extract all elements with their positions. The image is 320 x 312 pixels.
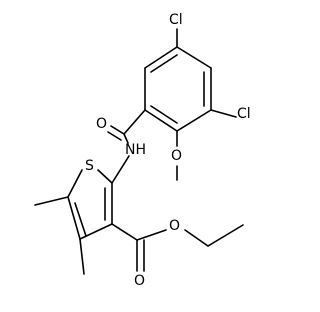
- bond: [176, 109, 212, 132]
- bond-o-ch2: [184, 229, 209, 247]
- atom-o-amide: O: [96, 116, 107, 132]
- molecule-structure: Cl Cl O NH O S O O: [34, 12, 251, 289]
- bond: [144, 46, 178, 69]
- bond: [150, 105, 178, 124]
- bond-methyl-4: [79, 238, 85, 275]
- bond-amide-co: [110, 125, 125, 135]
- bond: [176, 46, 212, 69]
- bond-nh-thiophene: [111, 155, 130, 184]
- bond-ring-carbonyl: [123, 109, 146, 135]
- bond-amide-cn: [123, 133, 129, 144]
- atom-s-thiophene: S: [85, 158, 94, 174]
- atom-cl-right: Cl: [237, 106, 251, 122]
- bond: [97, 169, 113, 184]
- bond-ester-c-o: [136, 229, 167, 241]
- atom-o-ester-carbonyl: O: [134, 273, 145, 289]
- bond: [150, 54, 178, 73]
- atom-cl-top: Cl: [169, 12, 183, 28]
- bond: [144, 109, 178, 132]
- benzene-ring: [144, 46, 212, 132]
- atom-nh: NH: [125, 142, 146, 158]
- atom-o-ester: O: [169, 218, 180, 234]
- bond: [79, 223, 113, 240]
- bond: [74, 202, 87, 237]
- bond-amide-co: [107, 131, 122, 141]
- bond-ch2-ch3: [207, 224, 244, 247]
- atom-o-methoxy: O: [171, 148, 182, 164]
- bond-methyl-5: [34, 196, 69, 206]
- thiophene-ring: [67, 169, 113, 240]
- bond: [67, 169, 83, 198]
- bond-ring-ester-c: [111, 223, 138, 241]
- bond-cl-right: [210, 109, 237, 118]
- bond: [67, 196, 81, 240]
